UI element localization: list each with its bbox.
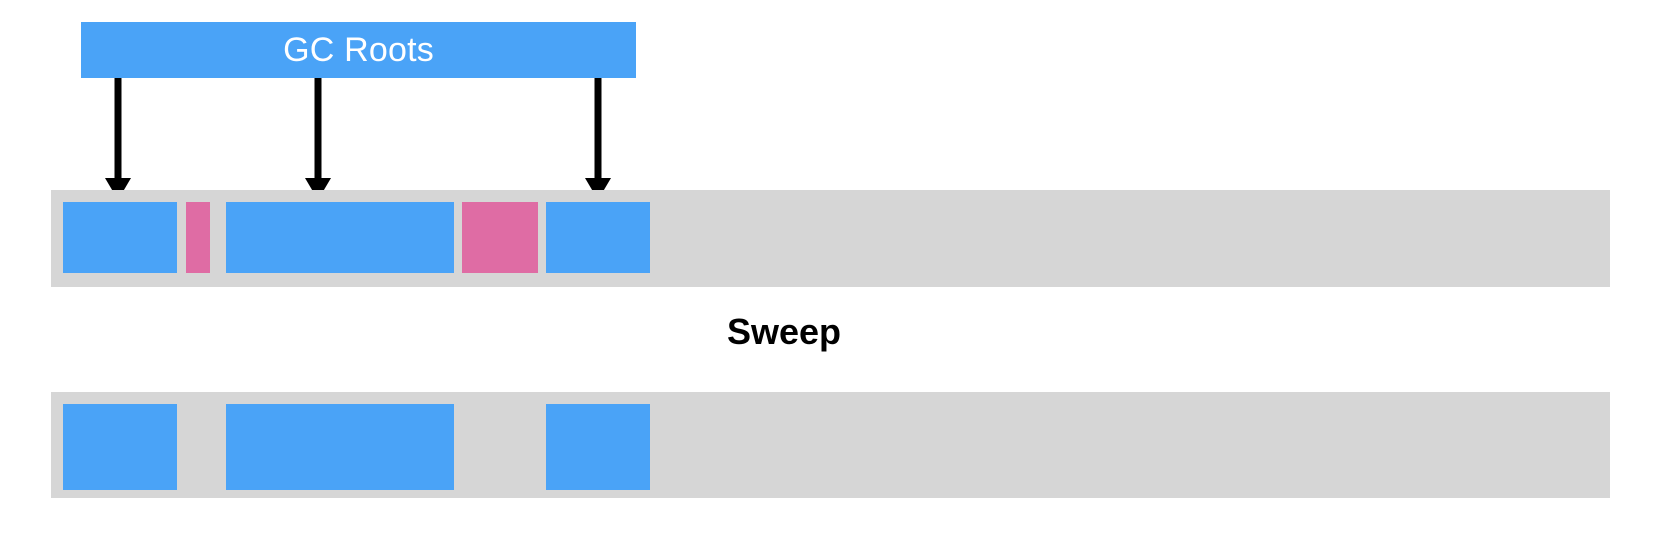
live-block-3 [546, 202, 650, 273]
heap-after-sweep [51, 392, 1610, 498]
live-block-2 [226, 202, 454, 273]
stage-label-sweep: Sweep [726, 311, 842, 352]
live-block-1 [63, 202, 177, 273]
garbage-block-1 [186, 202, 210, 273]
gc-roots-label: GC Roots [283, 31, 434, 69]
root-arrow-3 [583, 78, 613, 200]
garbage-block-2 [462, 202, 538, 273]
root-arrow-1 [103, 78, 133, 200]
live-block-1 [63, 404, 177, 490]
live-block-3 [546, 404, 650, 490]
heap-before-sweep [51, 190, 1610, 287]
root-arrow-2 [303, 78, 333, 200]
live-block-2 [226, 404, 454, 490]
gc-roots-box: GC Roots [81, 22, 636, 78]
